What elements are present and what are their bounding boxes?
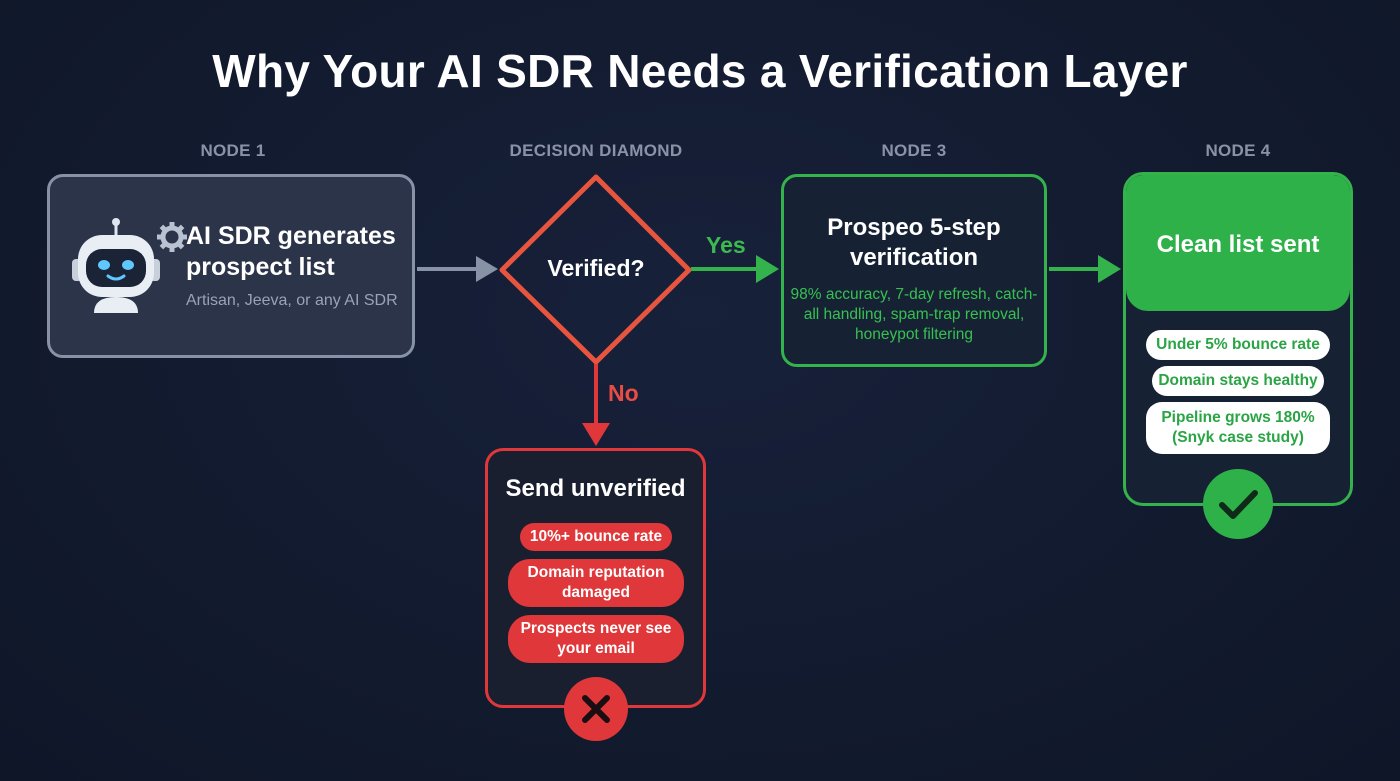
column-label-node4: NODE 4: [1205, 141, 1271, 160]
arrow-head-green: [756, 255, 779, 283]
consequence-badge: 10%+ bounce rate: [520, 523, 672, 551]
yes-label: Yes: [706, 232, 746, 258]
node4-header: Clean list sent: [1126, 175, 1350, 311]
node1-subtitle: Artisan, Jeeva, or any AI SDR: [186, 292, 398, 309]
node3-title: Prospeo 5-step verification: [827, 214, 1001, 271]
arrow-head-red: [582, 423, 610, 446]
outcome-badge: Under 5% bounce rate: [1146, 330, 1330, 360]
arrow-head-gray: [476, 256, 498, 282]
node-send-unverified: Send unverified 10%+ bounce rate Domain …: [485, 448, 706, 708]
no-label: No: [608, 380, 639, 406]
column-label-decision: DECISION DIAMOND: [509, 141, 683, 160]
node1-title: AI SDR generates prospect list: [186, 222, 396, 281]
x-icon: [564, 677, 628, 741]
checkmark-icon: [1203, 469, 1273, 539]
node-verification: Prospeo 5-step verification 98% accuracy…: [781, 174, 1047, 367]
consequence-badge: Prospects never see your email: [508, 615, 684, 663]
arrow-head-green: [1098, 255, 1121, 283]
consequence-badge: Domain reputation damaged: [508, 559, 684, 607]
decision-label: Verified?: [547, 255, 645, 281]
page-title: Why Your AI SDR Needs a Verification Lay…: [212, 45, 1188, 97]
node-clean-list: Clean list sent Under 5% bounce rate Dom…: [1123, 172, 1353, 506]
node4-title: Clean list sent: [1156, 231, 1320, 258]
column-label-node3: NODE 3: [881, 141, 947, 160]
node3-description: 98% accuracy, 7-day refresh, catch-all h…: [790, 286, 1038, 343]
robot-icon: [68, 217, 188, 317]
outcome-badge: Pipeline grows 180% (Snyk case study): [1146, 402, 1330, 454]
column-label-node1: NODE 1: [200, 141, 266, 160]
outcome-badge: Domain stays healthy: [1152, 366, 1324, 396]
fail-node-title: Send unverified: [505, 475, 686, 502]
decision-diamond: [499, 174, 692, 365]
node-ai-sdr: AI SDR generates prospect list Artisan, …: [47, 174, 415, 358]
